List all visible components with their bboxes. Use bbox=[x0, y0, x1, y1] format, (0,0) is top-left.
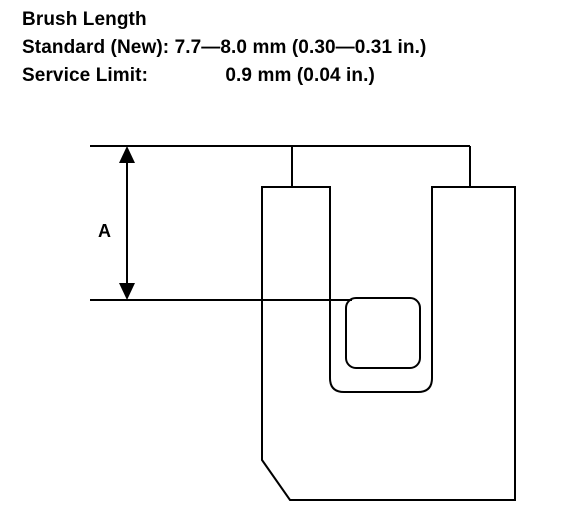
limit-label: Service Limit: bbox=[22, 65, 149, 86]
dimension-arrow-bottom-head bbox=[119, 283, 135, 300]
limit-value: 0.9 mm (0.04 in.) bbox=[225, 65, 375, 86]
standard-row: Standard (New): 7.7—8.0 mm (0.30—0.31 in… bbox=[22, 34, 426, 62]
wear-indicator bbox=[345, 297, 421, 369]
limit-row: Service Limit: 0.9 mm (0.04 in.) bbox=[22, 62, 426, 90]
spec-block: Brush Length Standard (New): 7.7—8.0 mm … bbox=[22, 6, 426, 90]
brush-body bbox=[261, 186, 516, 501]
spec-title: Brush Length bbox=[22, 9, 147, 30]
standard-value: 7.7—8.0 mm (0.30—0.31 in.) bbox=[174, 37, 427, 58]
dimension-arrow-top-head bbox=[119, 146, 135, 163]
dimension-label: A bbox=[98, 221, 111, 241]
standard-label: Standard (New): bbox=[22, 37, 170, 58]
